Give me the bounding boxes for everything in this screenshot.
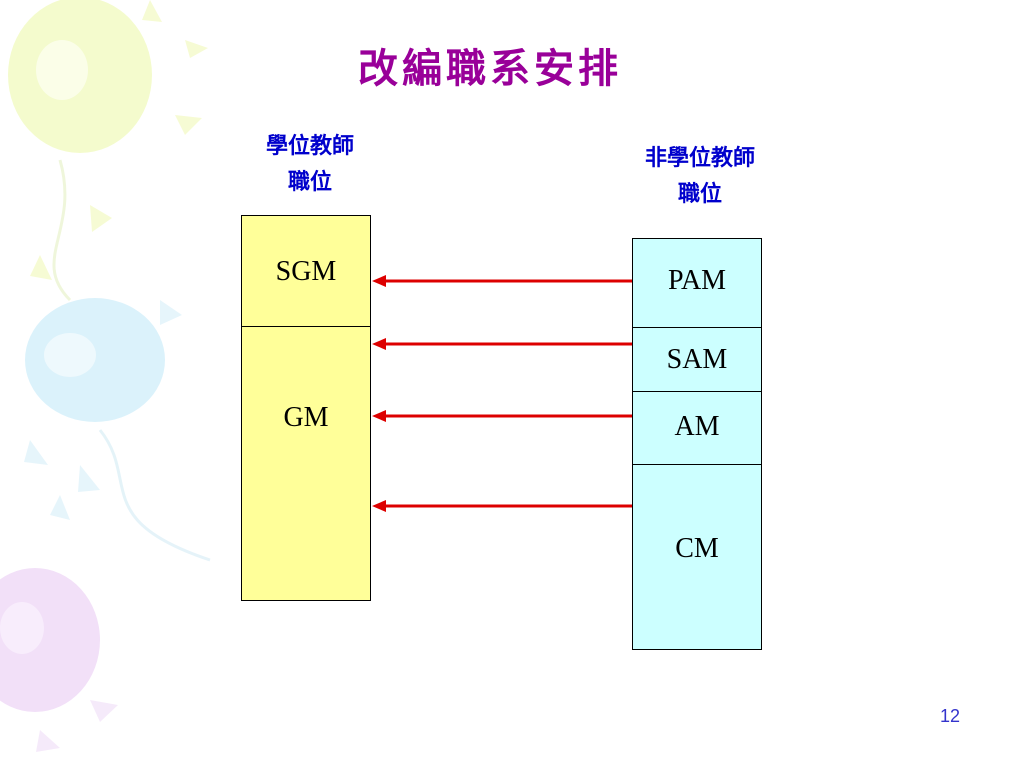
right-column-label: 非學位教師 職位 xyxy=(600,140,800,212)
cell-gm: GM xyxy=(283,402,329,433)
cell-cm: CM xyxy=(675,533,719,564)
right-divider-3 xyxy=(633,464,761,465)
cell-am: AM xyxy=(674,411,720,442)
cell-sgm: SGM xyxy=(275,256,337,287)
left-label-line1: 學位教師 xyxy=(265,133,354,159)
right-divider-1 xyxy=(633,327,761,328)
left-divider xyxy=(242,326,370,327)
left-column-label: 學位教師 職位 xyxy=(230,128,390,200)
cell-sam: SAM xyxy=(666,344,728,375)
right-label-line2: 職位 xyxy=(677,181,722,207)
slide-title: 改編職系安排 xyxy=(358,45,622,92)
cell-pam: PAM xyxy=(667,265,727,296)
right-label-line1: 非學位教師 xyxy=(644,145,755,171)
left-grade-column: SGM GM xyxy=(241,215,371,601)
left-label-line2: 職位 xyxy=(287,169,332,195)
balloon-decoration xyxy=(0,0,211,752)
right-grade-column: PAM SAM AM CM xyxy=(632,238,762,650)
right-divider-2 xyxy=(633,391,761,392)
page-number: 12 xyxy=(939,706,960,726)
